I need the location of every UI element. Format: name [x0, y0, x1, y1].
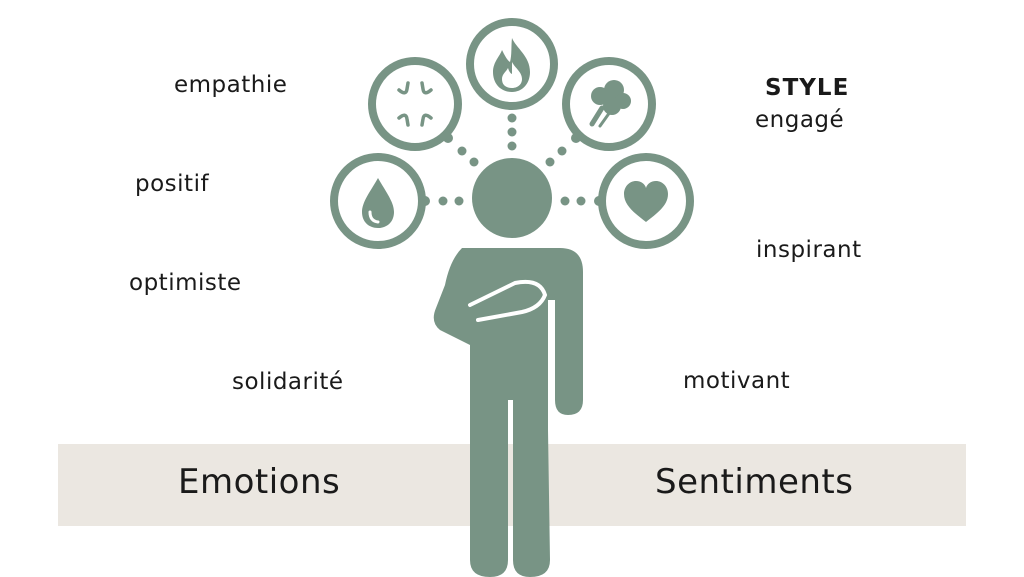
emotions-label: Emotions	[178, 462, 341, 502]
style-heading: STYLE	[765, 75, 850, 101]
word-empathie: empathie	[174, 72, 288, 98]
sentiments-label: Sentiments	[655, 462, 854, 502]
word-solidarite: solidarité	[232, 369, 344, 395]
word-engage: engagé	[755, 107, 845, 133]
bottom-band	[58, 444, 966, 526]
steam-icon	[589, 80, 631, 128]
heart-icon	[624, 181, 668, 222]
word-optimiste: optimiste	[129, 270, 242, 296]
anger-icon	[397, 81, 433, 127]
head-icon	[472, 158, 552, 238]
water-drop-icon	[362, 178, 394, 228]
word-inspirant: inspirant	[756, 237, 862, 263]
word-positif: positif	[135, 171, 210, 197]
fire-icon	[493, 38, 530, 92]
word-motivant: motivant	[683, 368, 791, 394]
